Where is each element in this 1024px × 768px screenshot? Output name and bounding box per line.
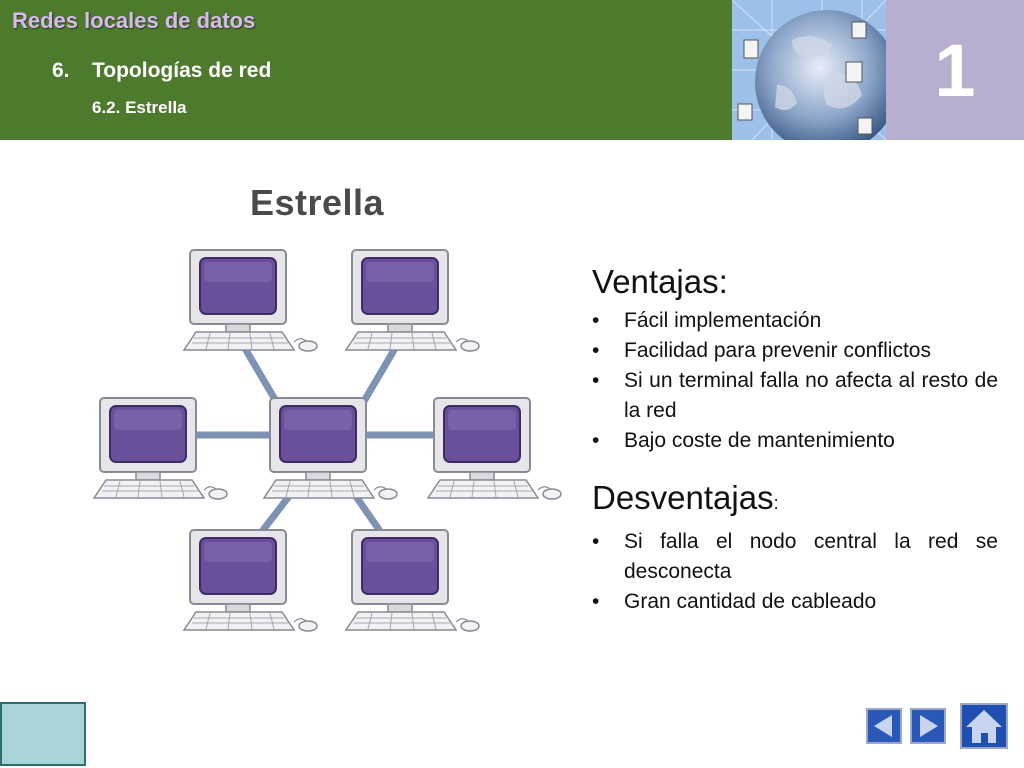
- disadvantages-heading-text: Desventajas: [592, 479, 774, 516]
- diagram-title: Estrella: [250, 182, 385, 223]
- list-item: Bajo coste de mantenimiento: [592, 426, 998, 456]
- advantages-list: Fácil implementación Facilidad para prev…: [592, 306, 998, 456]
- globe-image: [732, 0, 886, 140]
- chapter-number-panel: 1: [886, 0, 1024, 140]
- computer-center-hub: [263, 397, 398, 500]
- list-item: Si un terminal falla no afecta al resto …: [592, 366, 998, 426]
- section-heading: 6. Topologías de red: [52, 59, 271, 83]
- globe-illustration: [732, 0, 886, 140]
- advantages-heading: Ventajas:: [592, 263, 728, 300]
- triangle-right-icon: [920, 715, 938, 737]
- list-item: Si falla el nodo central la red se desco…: [592, 527, 998, 587]
- list-item: Facilidad para prevenir conflictos: [592, 336, 998, 366]
- triangle-left-icon: [874, 715, 892, 737]
- disadvantages-list: Si falla el nodo central la red se desco…: [592, 527, 998, 617]
- content-panel: Ventajas: Fácil implementación Facilidad…: [592, 262, 998, 617]
- computer-bottom-right: [345, 529, 480, 632]
- chapter-number: 1: [934, 29, 976, 112]
- disadvantages-heading: Desventajas:: [592, 478, 998, 523]
- presentation-title: Redes locales de datos: [12, 8, 256, 33]
- list-item: Fácil implementación: [592, 306, 998, 336]
- previous-slide-button[interactable]: [866, 708, 902, 744]
- star-topology-diagram: [93, 249, 562, 632]
- subsection-heading: 6.2. Estrella: [92, 98, 187, 117]
- house-icon: [966, 710, 1002, 743]
- disadvantages-heading-colon: :: [773, 493, 779, 513]
- section-number: 6.: [52, 59, 70, 82]
- computer-top-left: [183, 249, 318, 352]
- computer-top-right: [345, 249, 480, 352]
- list-item: Gran cantidad de cableado: [592, 587, 998, 617]
- computer-right: [427, 397, 562, 500]
- computer-bottom-left: [183, 529, 318, 632]
- computer-left: [93, 397, 228, 500]
- section-title: Topologías de red: [92, 59, 272, 82]
- navigation-box[interactable]: [0, 702, 86, 766]
- home-button[interactable]: [960, 703, 1008, 749]
- next-slide-button[interactable]: [910, 708, 946, 744]
